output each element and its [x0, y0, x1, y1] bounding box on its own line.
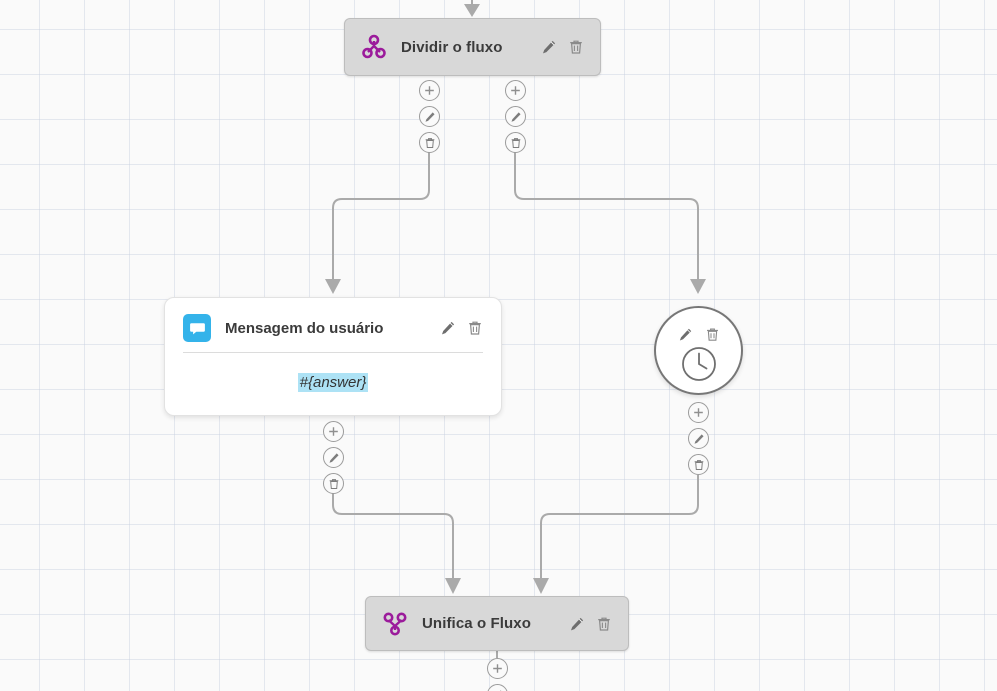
- edge-split-to-message: [325, 152, 430, 294]
- node-mensagem-do-usuario[interactable]: Mensagem do usuário: [164, 297, 502, 416]
- edge-delay-to-merge: [533, 475, 699, 594]
- edit-pencil-icon[interactable]: [540, 39, 557, 56]
- edge-edit-button[interactable]: [487, 684, 508, 691]
- edge-delete-button[interactable]: [419, 132, 440, 153]
- merge-flow-icon: [382, 611, 408, 637]
- edge-edit-button[interactable]: [505, 106, 526, 127]
- edge-delete-button[interactable]: [688, 454, 709, 475]
- node-toolbar: [522, 39, 584, 56]
- edit-pencil-icon[interactable]: [439, 320, 456, 337]
- node-unifica-o-fluxo[interactable]: Unifica o Fluxo: [365, 596, 629, 651]
- edge-into-split: [464, 0, 480, 17]
- node-toolbar: [421, 320, 483, 337]
- card-body: #{answer}: [165, 353, 501, 415]
- delete-trash-icon[interactable]: [567, 39, 584, 56]
- chat-bubble-icon: [183, 314, 211, 342]
- edge-delete-button[interactable]: [505, 132, 526, 153]
- edge-add-button[interactable]: [505, 80, 526, 101]
- answer-variable-token: #{answer}: [297, 372, 369, 392]
- node-title: Dividir o fluxo: [401, 38, 503, 56]
- edge-message-to-merge: [332, 493, 461, 594]
- node-toolbar: [550, 615, 612, 632]
- delete-trash-icon[interactable]: [466, 320, 483, 337]
- node-title: Unifica o Fluxo: [422, 615, 532, 632]
- node-dividir-o-fluxo[interactable]: Dividir o fluxo: [344, 18, 601, 76]
- edit-pencil-icon[interactable]: [677, 326, 694, 343]
- edge-edit-button[interactable]: [419, 106, 440, 127]
- node-toolbar: [677, 326, 721, 343]
- edge-add-button[interactable]: [487, 658, 508, 679]
- split-flow-icon: [361, 34, 387, 60]
- node-delay-clock[interactable]: [654, 306, 743, 395]
- node-title: Mensagem do usuário: [225, 319, 384, 337]
- edit-pencil-icon[interactable]: [568, 615, 585, 632]
- delete-trash-icon[interactable]: [704, 326, 721, 343]
- edge-edit-button[interactable]: [323, 447, 344, 468]
- delete-trash-icon[interactable]: [595, 615, 612, 632]
- edge-add-button[interactable]: [688, 402, 709, 423]
- clock-icon: [680, 345, 718, 388]
- edge-add-button[interactable]: [323, 421, 344, 442]
- edge-add-button[interactable]: [419, 80, 440, 101]
- edge-delete-button[interactable]: [323, 473, 344, 494]
- edge-split-to-delay: [514, 152, 706, 294]
- edge-edit-button[interactable]: [688, 428, 709, 449]
- card-divider: [183, 352, 483, 353]
- card-header: Mensagem do usuário: [165, 298, 501, 342]
